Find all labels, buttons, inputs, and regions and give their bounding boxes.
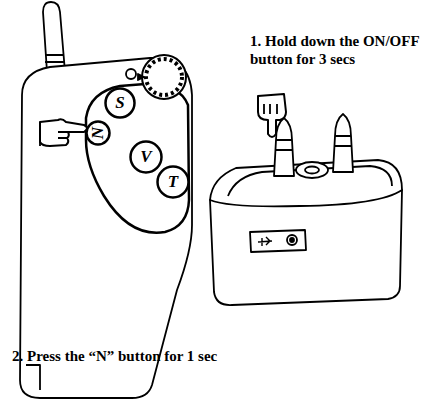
power-button [296, 162, 328, 178]
remote-clip [26, 365, 40, 390]
led [126, 69, 136, 79]
button-letter: V [129, 140, 163, 174]
antenna [43, 2, 65, 72]
remote-body [20, 58, 192, 398]
antenna-ring [45, 55, 64, 62]
instruction-step: 1. Hold down the ON/OFF button for 3 sec… [250, 32, 430, 68]
button-letter: S [104, 87, 136, 119]
port-center [290, 238, 294, 242]
hand-detail [40, 122, 68, 146]
receiver-top [210, 160, 402, 206]
dial-pointer [138, 74, 144, 80]
hand-detail [264, 104, 277, 114]
dial-grip [146, 59, 182, 95]
port [287, 235, 297, 245]
pointing-hand [258, 94, 286, 137]
receiver-body [210, 190, 402, 305]
receiver-plate [228, 166, 392, 196]
charge-port-cover [250, 230, 306, 252]
button-circle: S [104, 87, 136, 119]
pointing-hand [40, 119, 87, 146]
button-letter: N [85, 120, 111, 146]
remote-face [86, 84, 189, 233]
button-letter: T [156, 165, 190, 199]
usb-symbol [258, 237, 272, 246]
power-button-inner [305, 167, 319, 174]
contact-ring [335, 136, 352, 146]
instruction-step: 2. Press the “N” button for 1 sec [12, 347, 422, 365]
dial [142, 55, 186, 99]
button-circle: V [129, 140, 163, 174]
button-circle: T [156, 165, 190, 199]
contact-point [333, 114, 353, 172]
contact-ring [276, 140, 293, 150]
button-circle: N [85, 120, 111, 146]
